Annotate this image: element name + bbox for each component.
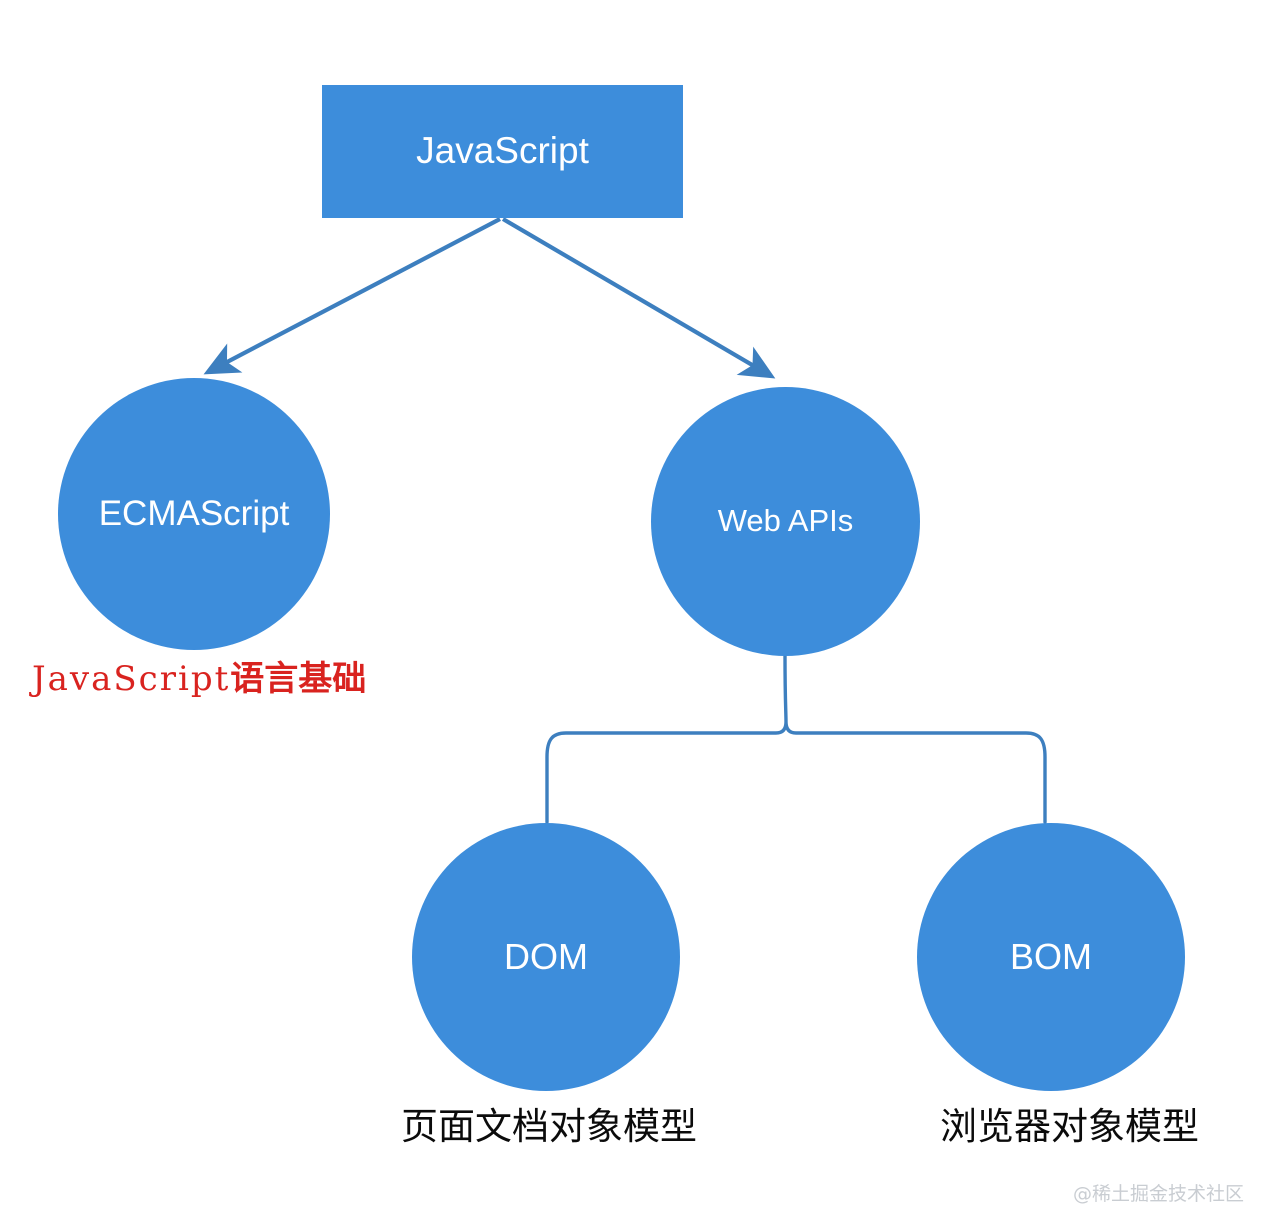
node-bom[interactable]: BOM bbox=[917, 823, 1185, 1091]
caption-ecmascript-note: JavaScript语言基础 bbox=[32, 662, 366, 696]
node-javascript[interactable]: JavaScript bbox=[322, 85, 683, 218]
node-dom[interactable]: DOM bbox=[412, 823, 680, 1091]
node-ecmascript-label: ECMAScript bbox=[98, 493, 290, 533]
caption-dom-note: 页面文档对象模型 bbox=[401, 1108, 697, 1145]
caption-bom-note-text: 浏览器对象模型 bbox=[940, 1105, 1199, 1148]
caption-dom-note-text: 页面文档对象模型 bbox=[401, 1105, 697, 1148]
watermark-text: @稀土掘金技术社区 bbox=[1073, 1183, 1245, 1205]
node-bom-label: BOM bbox=[1009, 936, 1092, 978]
edge-webapis-brace bbox=[545, 654, 1047, 824]
edge-javascript-to-webapis bbox=[501, 217, 776, 379]
node-javascript-label: JavaScript bbox=[416, 130, 589, 172]
node-dom-label: DOM bbox=[504, 936, 588, 978]
node-ecmascript[interactable]: ECMAScript bbox=[58, 378, 330, 650]
caption-ecmascript-note-han: 语言基础 bbox=[230, 659, 367, 699]
edge-javascript-to-ecmascript bbox=[203, 217, 501, 375]
caption-ecmascript-note-latin: JavaScript bbox=[32, 659, 231, 699]
watermark: @稀土掘金技术社区 bbox=[1073, 1179, 1244, 1206]
node-webapis-label: Web APIs bbox=[717, 503, 854, 539]
node-webapis[interactable]: Web APIs bbox=[651, 387, 920, 656]
caption-bom-note: 浏览器对象模型 bbox=[940, 1108, 1199, 1145]
